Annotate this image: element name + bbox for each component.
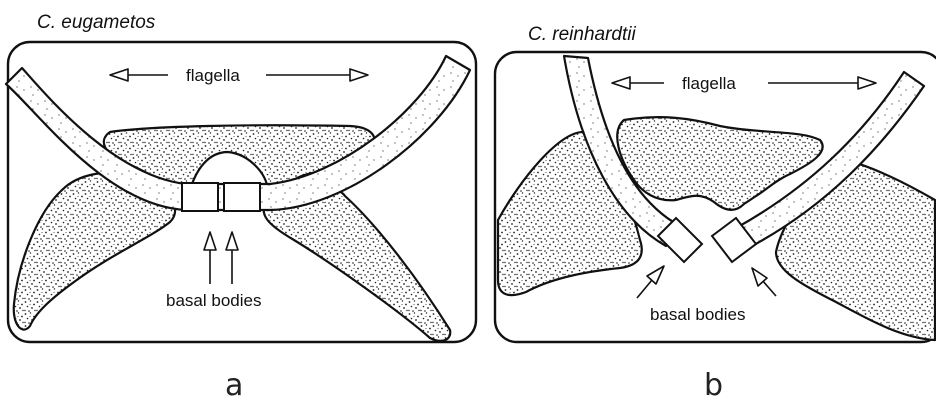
panel-a-basal-arrowhead-right	[226, 232, 238, 250]
panel-a: C. eugametos flagella basal bodies a	[6, 12, 476, 403]
panel-a-right-lobe	[264, 188, 451, 341]
panel-a-basal-arrowhead-left	[204, 232, 216, 250]
panel-b: C. reinhardtii flagella basal bodies b	[495, 24, 936, 403]
panel-a-basal-body-right	[224, 183, 260, 211]
panel-a-letter: a	[225, 368, 243, 403]
panel-a-flagella-label: flagella	[186, 66, 240, 85]
panel-b-basal-arrowhead-left	[647, 266, 664, 284]
panel-a-flagella-arrowhead-left	[110, 69, 128, 81]
panel-b-basal-arrow-right	[762, 280, 776, 296]
panel-b-letter: b	[704, 368, 723, 403]
panel-b-title: C. reinhardtii	[528, 24, 636, 45]
panel-a-basal-body-left	[182, 183, 218, 211]
panel-b-flagella-arrowhead-left	[612, 77, 630, 89]
panel-a-flagella-arrowhead-right	[350, 69, 368, 81]
panel-b-basal-arrow-left	[637, 280, 652, 298]
panel-a-title: C. eugametos	[37, 12, 156, 33]
panel-a-basal-label: basal bodies	[166, 291, 261, 310]
panel-b-flagella-arrowhead-right	[858, 77, 876, 89]
panel-b-flagella-label: flagella	[682, 74, 736, 93]
panel-b-basal-label: basal bodies	[650, 305, 745, 324]
